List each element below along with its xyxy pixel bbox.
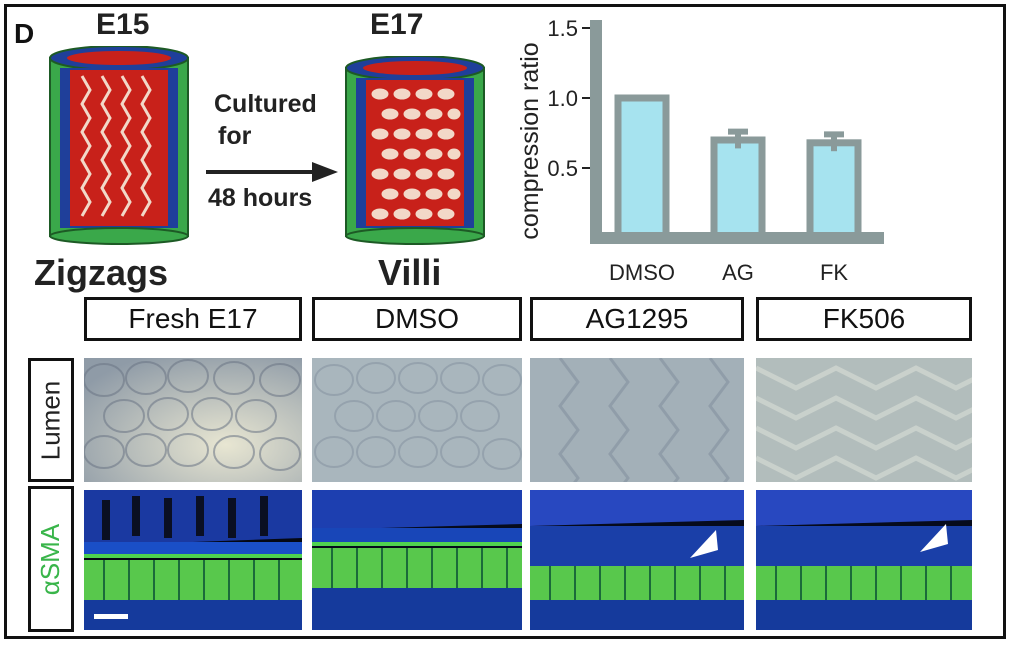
y-tick-label: 0.5	[547, 156, 578, 181]
row-label-asma-text: αSMA	[35, 523, 66, 595]
column-header-fk506: FK506	[756, 297, 972, 341]
column-header-ag1295: AG1295	[530, 297, 744, 341]
lumen-micrograph-fk506	[756, 358, 972, 482]
right-arrow-icon	[206, 162, 338, 182]
arrowhead-icon	[690, 530, 718, 558]
row-label-asma: αSMA	[28, 486, 74, 632]
arrow-text-line3: 48 hours	[208, 184, 313, 212]
stage-label-e17: E17	[370, 8, 424, 41]
arrowhead-icon	[920, 524, 948, 552]
column-header-fresh-e17: Fresh E17	[84, 297, 302, 341]
caption-zigzags: Zigzags	[34, 252, 169, 293]
lumen-micrograph-dmso	[312, 358, 522, 482]
asma-micrograph-ag1295	[530, 490, 744, 630]
panel-label: D	[14, 18, 35, 49]
y-tick-label: 1.0	[547, 86, 578, 111]
villi-tube-illustration	[345, 56, 485, 245]
row-label-lumen-text: Lumen	[35, 380, 66, 460]
chart-ylabel: compression ratio	[516, 42, 544, 239]
row-label-lumen: Lumen	[28, 358, 74, 482]
figure-frame	[4, 4, 1006, 639]
asma-micrograph-fk506	[756, 490, 972, 630]
asma-micrograph-fresh-e17	[84, 490, 302, 630]
caption-villi: Villi	[378, 252, 442, 293]
lumen-micrograph-fresh-e17	[84, 358, 302, 482]
category-label-ag: AG	[722, 260, 754, 285]
bar-ag	[710, 136, 766, 242]
bar-fk	[806, 139, 862, 242]
asma-micrograph-dmso	[312, 490, 522, 630]
zigzag-tube-illustration	[49, 46, 189, 245]
column-header-dmso: DMSO	[312, 297, 522, 341]
arrow-text-line1: Cultured	[214, 90, 317, 118]
scale-bar	[94, 614, 128, 619]
category-label-dmso: DMSO	[609, 260, 675, 285]
lumen-micrograph-ag1295	[530, 358, 744, 482]
category-label-fk: FK	[820, 260, 848, 285]
compression-ratio-chart: compression ratio 0.5 1.0 1.5 DMSO AG FK	[516, 16, 884, 285]
stage-label-e15: E15	[96, 8, 150, 41]
y-tick-label: 1.5	[547, 16, 578, 41]
bar-dmso	[614, 94, 670, 242]
arrow-text-line2: for	[218, 122, 252, 150]
